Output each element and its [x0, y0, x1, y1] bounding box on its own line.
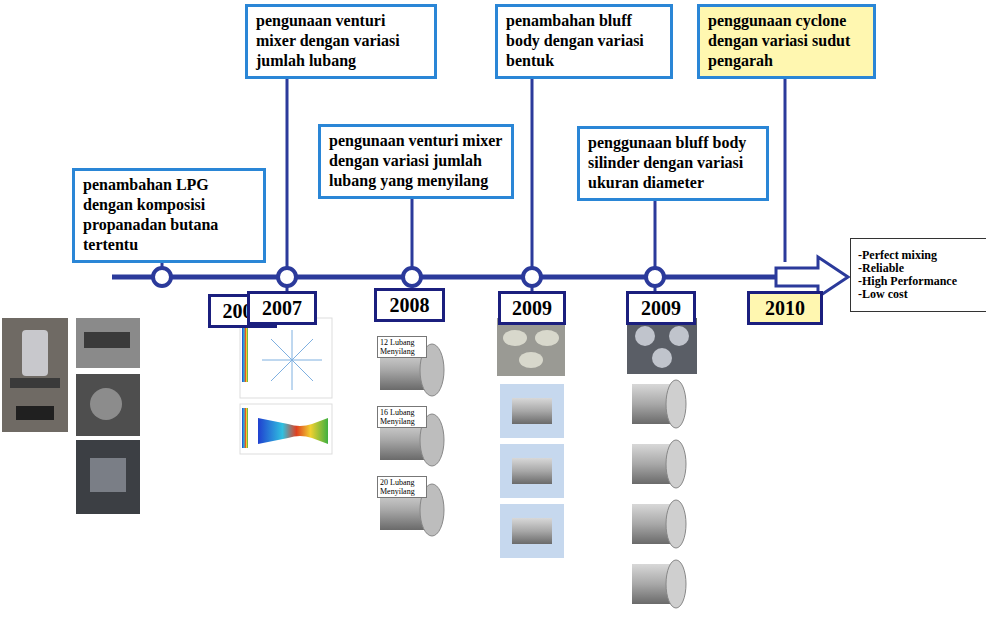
bluff-models — [632, 380, 686, 608]
scale-display — [16, 406, 54, 420]
node-text: -Perfect mixing — [858, 249, 982, 262]
color-scale — [242, 408, 248, 448]
axis-dot — [403, 268, 421, 286]
stem — [531, 40, 534, 300]
photo-label: 16 Lubang Menyilang — [377, 406, 427, 428]
photo — [76, 318, 140, 368]
event-box: penambahan bluff body dengan variasi ben… — [495, 4, 673, 79]
photo-detail — [519, 352, 543, 368]
node-text: -High Performance — [858, 275, 982, 288]
node-text: -Reliable — [858, 262, 982, 275]
photo-detail — [652, 348, 672, 368]
result-box: -Perfect mixing-Reliable-High Performanc… — [850, 238, 986, 312]
photo-label: 12 Lubang Menyilang — [377, 336, 427, 358]
year-box: 2008 — [374, 288, 445, 322]
photo — [76, 440, 140, 514]
axis-dot — [523, 268, 541, 286]
scale — [10, 378, 60, 388]
time-axis — [112, 275, 778, 280]
node-text: 2009 — [503, 298, 561, 318]
year-box: 2010 — [747, 291, 823, 325]
photo-detail — [535, 330, 559, 346]
node-text: pengunaan venturi mixer dengan variasi j… — [329, 131, 503, 191]
photo-detail — [503, 330, 527, 346]
axis-dot — [646, 268, 664, 286]
event-box: pengunaan venturi mixer dengan variasi j… — [318, 124, 514, 199]
axis-dot — [153, 268, 171, 286]
node-text: penambahan LPG dengan komposisi propanad… — [83, 175, 255, 255]
photo-detail — [84, 332, 130, 348]
photo — [2, 318, 68, 432]
venturi-models — [380, 344, 444, 536]
photo-detail — [635, 326, 655, 346]
event-box: penggunaan bluff body silinder dengan va… — [577, 126, 769, 201]
node-text: 2008 — [379, 295, 440, 315]
node-text: penggunaan cyclone dengan variasi sudut … — [708, 11, 865, 71]
node-text: -Low cost — [858, 288, 982, 301]
axis-dot — [278, 268, 296, 286]
cylinder — [512, 458, 552, 484]
cfd-image — [240, 404, 332, 454]
photo-detail — [669, 326, 689, 346]
photo-detail — [90, 458, 126, 492]
cfd-contour — [258, 418, 328, 444]
cylinder — [512, 398, 552, 424]
event-box: pengunaan venturi mixer dengan variasi j… — [245, 4, 437, 79]
stem — [286, 40, 289, 300]
photo-detail — [90, 388, 122, 420]
cfd-rays — [262, 330, 322, 390]
cylinder — [512, 518, 552, 544]
cfd-image — [240, 318, 332, 398]
node-text: pengunaan venturi mixer dengan variasi j… — [256, 11, 426, 71]
node-text: 2010 — [752, 298, 818, 318]
event-box: penggunaan cyclone dengan variasi sudut … — [697, 4, 876, 79]
year-box: 2009 — [626, 291, 696, 325]
photo — [76, 374, 140, 436]
photo — [627, 318, 697, 374]
cad-view — [500, 444, 564, 498]
gas-can — [22, 330, 48, 376]
node-text: 2007 — [252, 298, 312, 318]
photo-label: 20 Lubang Menyilang — [377, 476, 427, 498]
cad-view — [500, 384, 564, 438]
photo — [497, 318, 565, 376]
node-text: 2009 — [631, 298, 691, 318]
year-box: 2007 — [247, 291, 317, 325]
node-text: penggunaan bluff body silinder dengan va… — [588, 133, 758, 193]
axis-dots — [153, 268, 664, 286]
cad-view — [500, 504, 564, 558]
year-box: 2009 — [498, 291, 566, 325]
color-scale — [242, 322, 248, 382]
node-text: penambahan bluff body dengan variasi ben… — [506, 11, 662, 71]
event-box: penambahan LPG dengan komposisi propanad… — [72, 168, 266, 263]
